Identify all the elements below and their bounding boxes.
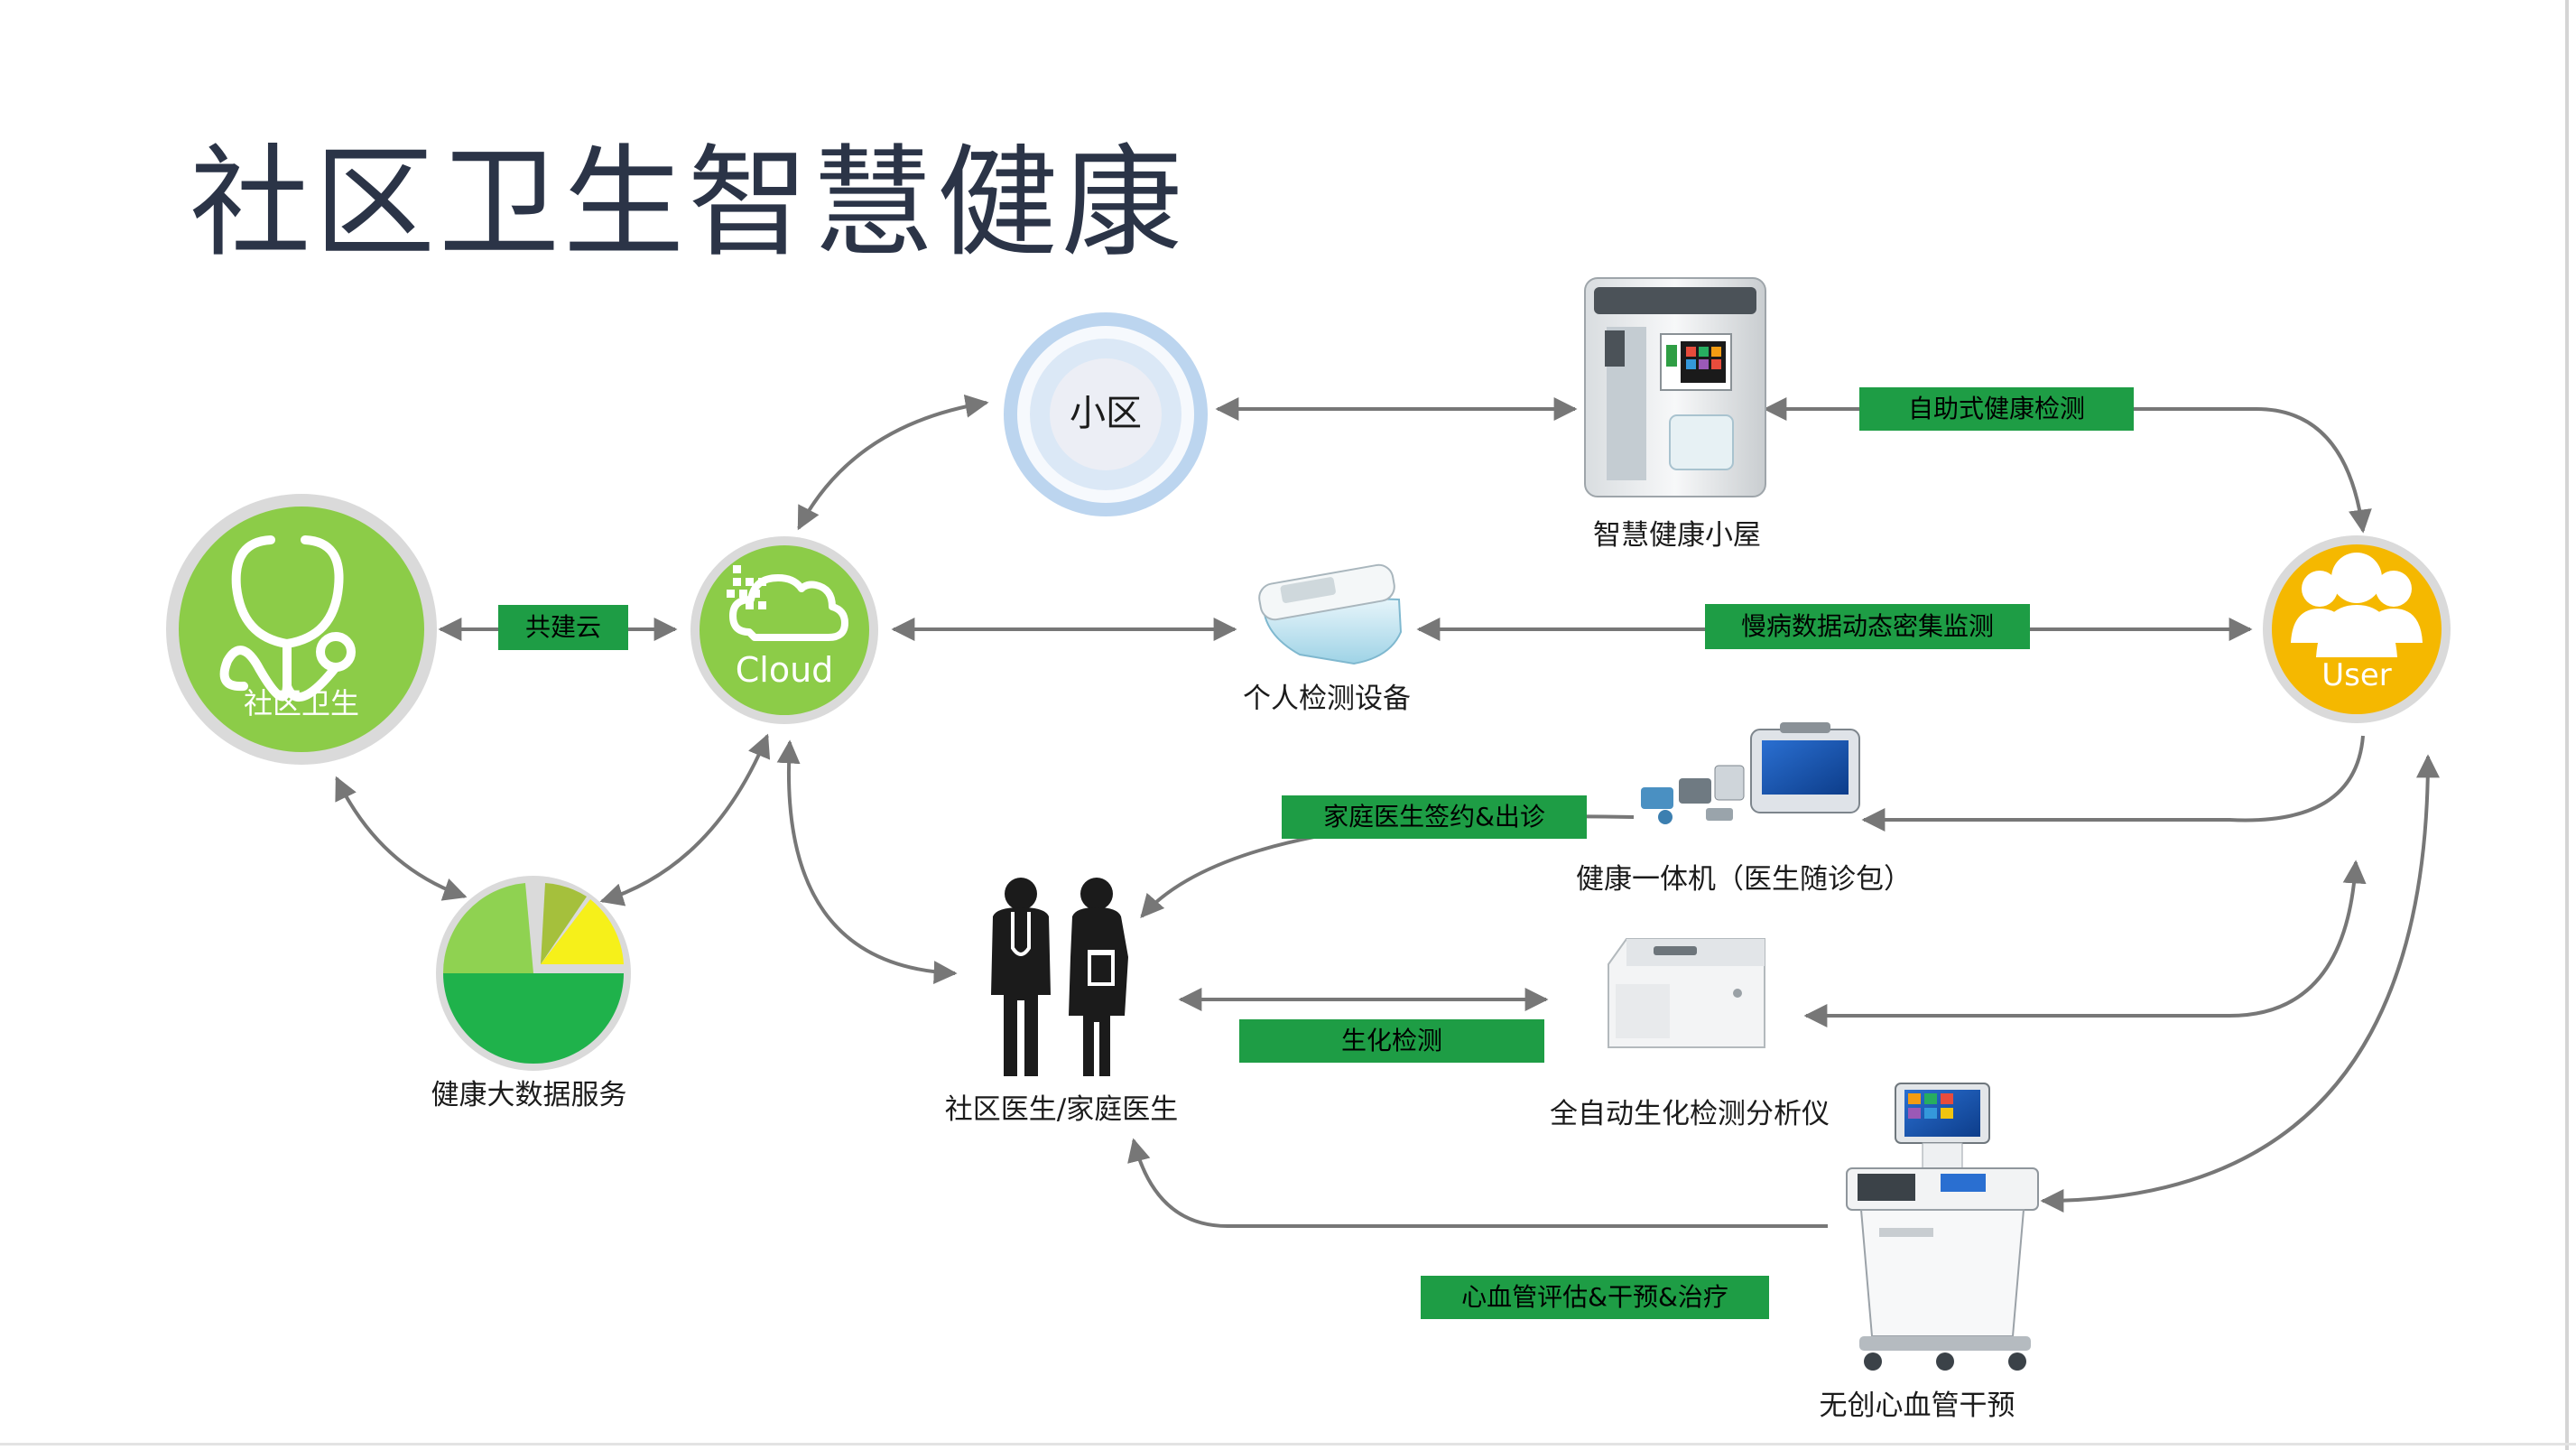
arrow-cloud-xiaoqu bbox=[797, 394, 989, 531]
arrow-health-bigdata bbox=[335, 776, 468, 901]
slide-edge-rule bbox=[2565, 0, 2569, 1450]
arrow-kiosk-user bbox=[1763, 397, 2372, 534]
tag-biochem-test: 生化检测 bbox=[1239, 1019, 1544, 1063]
doctors-icon bbox=[991, 878, 1128, 1076]
big-data-pie bbox=[436, 876, 631, 1071]
user-label: User bbox=[2321, 657, 2392, 693]
blood-pressure-monitor-icon bbox=[1258, 563, 1403, 665]
users-group-icon bbox=[2291, 553, 2423, 657]
medical-kit-icon bbox=[1641, 722, 1860, 824]
cloud-node bbox=[690, 536, 878, 724]
doctors-caption: 社区医生/家庭医生 bbox=[944, 1093, 1179, 1126]
health-kiosk-icon bbox=[1584, 277, 1766, 497]
biochemical-analyzer-icon bbox=[1608, 938, 1765, 1048]
arrow-user-cardio bbox=[2040, 754, 2440, 1213]
tag-family-doctor: 家庭医生签约&出诊 bbox=[1282, 795, 1587, 839]
stethoscope-icon bbox=[219, 535, 356, 702]
page-title: 社区卫生智慧健康 bbox=[190, 133, 1187, 274]
community-health-label: 社区卫生 bbox=[243, 686, 360, 720]
arrow-cloud-bigdata bbox=[599, 733, 771, 906]
tag-self-service: 自助式健康检测 bbox=[1859, 387, 2134, 431]
big-data-caption: 健康大数据服务 bbox=[431, 1079, 627, 1111]
tag-chronic-monitoring: 慢病数据动态密集监测 bbox=[1705, 604, 2030, 649]
tag-cardio-eval: 心血管评估&干预&治疗 bbox=[1421, 1276, 1769, 1319]
kiosk-caption: 智慧健康小屋 bbox=[1593, 519, 1761, 552]
user-node bbox=[2263, 535, 2451, 723]
community-health-node bbox=[166, 494, 437, 765]
tag-co-build-cloud: 共建云 bbox=[498, 605, 628, 650]
personal-device-caption: 个人检测设备 bbox=[1243, 683, 1411, 715]
analyzer-caption: 全自动生化检测分析仪 bbox=[1550, 1098, 1830, 1130]
health-machine-caption: 健康一体机（医生随诊包） bbox=[1576, 863, 1912, 896]
xiaoqu-label: 小区 bbox=[1070, 393, 1142, 434]
cardiovascular-cart-icon bbox=[1846, 1083, 2039, 1371]
xiaoqu-node bbox=[1004, 312, 1208, 516]
cloud-icon bbox=[727, 565, 848, 641]
arrow-user-machine bbox=[1861, 735, 2365, 832]
pie-chart-icon bbox=[442, 883, 624, 1064]
cloud-label: Cloud bbox=[735, 650, 834, 690]
cardio-caption: 无创心血管干预 bbox=[1819, 1390, 2015, 1422]
arrow-cloud-doctors bbox=[776, 739, 958, 985]
slide-bottom-rule bbox=[0, 1443, 2576, 1445]
arrow-cardio-doctors bbox=[1127, 1138, 1828, 1228]
